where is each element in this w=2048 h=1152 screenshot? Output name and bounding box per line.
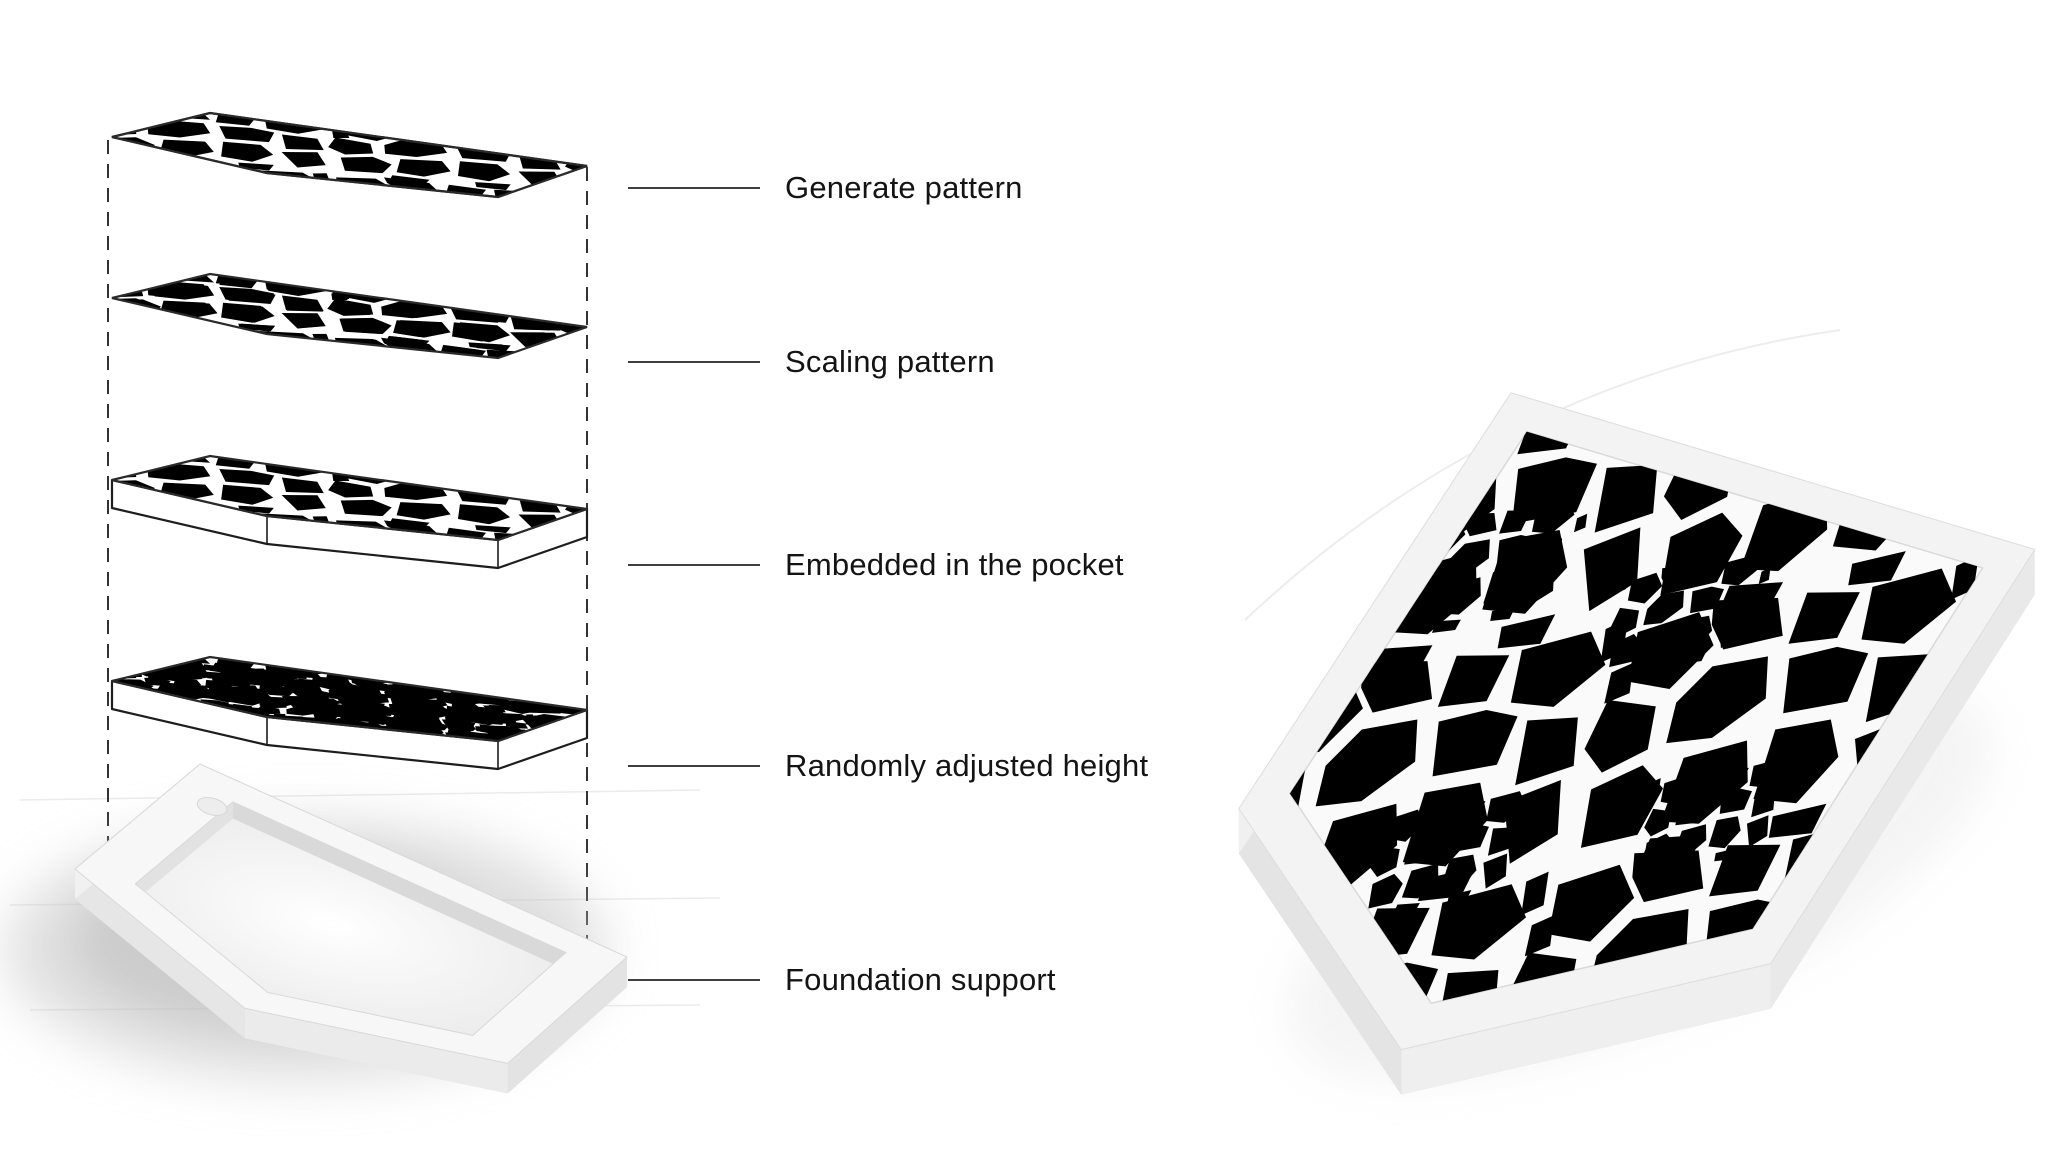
step-label: Generate pattern: [785, 170, 1023, 205]
step-generate-pattern: Generate pattern: [628, 168, 1023, 208]
layer-random-height: [110, 655, 589, 771]
step-embedded-pocket: Embedded in the pocket: [628, 545, 1124, 585]
step-label: Foundation support: [785, 962, 1056, 997]
leader-line: [628, 187, 760, 189]
layer-generate-pattern: [111, 111, 588, 199]
foundation-nub: [196, 795, 228, 818]
leader-line: [628, 979, 760, 981]
step-foundation-support: Foundation support: [628, 960, 1056, 1000]
leader-line: [628, 765, 760, 767]
step-label: Scaling pattern: [785, 344, 995, 379]
leader-line: [628, 361, 760, 363]
step-random-height: Randomly adjusted height: [628, 746, 1148, 786]
step-label: Randomly adjusted height: [785, 748, 1149, 783]
step-label: Embedded in the pocket: [785, 547, 1124, 582]
dashed-guides: [107, 140, 588, 952]
assembled-model: [1094, 226, 2048, 1095]
layer-scaling-pattern: [111, 272, 588, 360]
leader-line: [628, 564, 760, 566]
layer-embedded-pocket: [110, 454, 589, 570]
layer-foundation: [59, 738, 642, 1094]
step-scaling-pattern: Scaling pattern: [628, 342, 995, 382]
